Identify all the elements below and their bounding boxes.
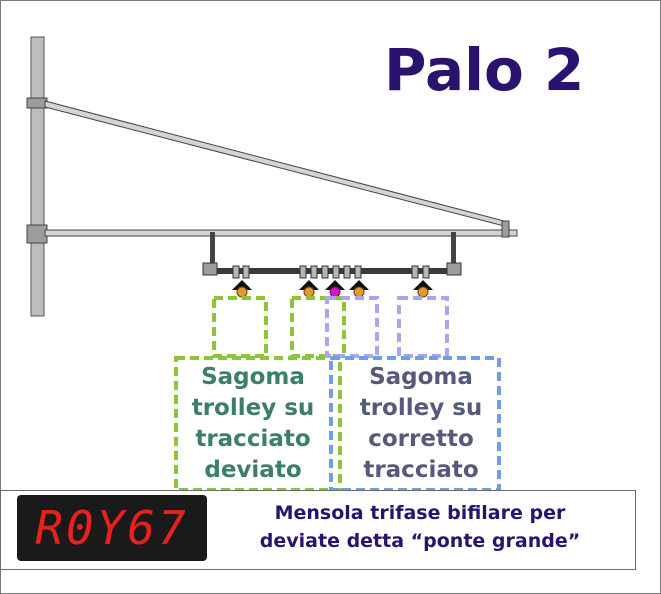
contact-wire-1 <box>236 286 248 298</box>
caption-line-1: Mensola trifase bifilare per <box>274 502 566 524</box>
caption-line-2: deviate detta “ponte grande” <box>259 530 581 552</box>
diagram-caption: Mensola trifase bifilare per deviate det… <box>215 499 625 561</box>
right-dropper <box>451 232 456 270</box>
contact-wire-5 <box>417 286 429 298</box>
caption-bar: R0Y67 Mensola trifase bifilare per devia… <box>0 490 636 570</box>
left-end-clamp <box>202 262 218 276</box>
contact-wire-2 <box>303 286 315 298</box>
correct-track-label: Sagoma trolley su corretto tracciato <box>359 364 483 483</box>
deviated-track-label: Sagoma trolley su tracciato deviato <box>191 364 315 483</box>
wire-supports <box>232 280 433 290</box>
contact-wire-3 <box>329 286 341 298</box>
contact-wire-4 <box>353 286 365 298</box>
right-end-clamp <box>446 262 462 276</box>
page-title: Palo 2 <box>384 36 585 104</box>
mast <box>30 36 45 317</box>
bracket-end-cap <box>501 220 510 238</box>
upper-clamp <box>26 97 48 109</box>
led-code-display: R0Y67 <box>17 495 207 561</box>
left-dropper <box>210 232 215 270</box>
horizontal-bracket <box>44 229 518 237</box>
wire-clamps <box>232 265 430 279</box>
diagonal-tie <box>44 100 509 228</box>
lower-clamp <box>26 224 48 244</box>
